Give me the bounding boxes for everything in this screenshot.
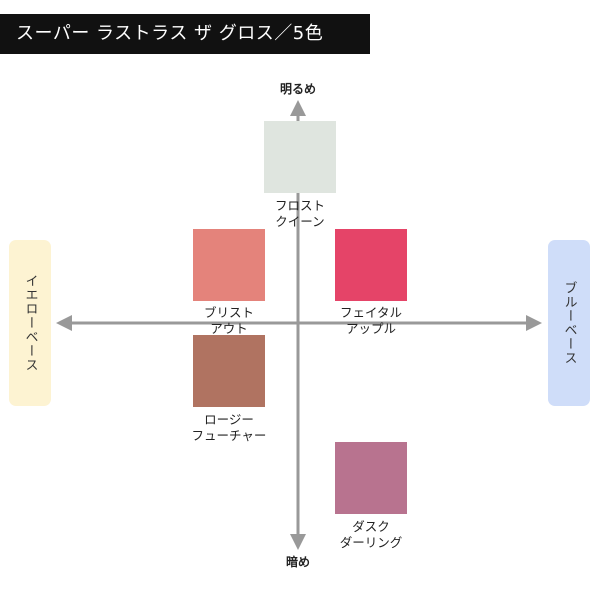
swatch-label-frost-queen: フロスト クイーン <box>274 198 325 229</box>
swatch-label-dusk-darling: ダスク ダーリング <box>339 519 403 550</box>
swatch-fatal-apple <box>335 229 407 301</box>
swatch-dusk-darling <box>335 442 407 514</box>
yellow-base-panel: イエローベース <box>9 240 51 406</box>
arrow-up-icon <box>290 100 306 116</box>
swatch-frost-queen <box>264 121 336 193</box>
page-title: スーパー ラストラス ザ グロス／5色 <box>0 14 370 54</box>
blue-base-panel: ブルーベース <box>548 240 590 406</box>
arrow-down-icon <box>290 534 306 550</box>
swatch-label-fatal-apple: フェイタル アップル <box>339 305 402 336</box>
axis-label-right: ブルーベース <box>561 281 577 365</box>
axis-label-left: イエローベース <box>22 274 38 372</box>
axis-label-top: 明るめ <box>279 82 316 96</box>
swatch-label-rosy-future: ロージー フューチャー <box>191 412 267 443</box>
arrow-right-icon <box>526 315 542 331</box>
swatch-rosy-future <box>193 335 265 407</box>
swatch-label-blissed-out: ブリスト アウト <box>203 305 254 336</box>
arrow-left-icon <box>56 315 72 331</box>
swatch-blissed-out <box>193 229 265 301</box>
axis-label-bottom: 暗め <box>285 555 310 569</box>
